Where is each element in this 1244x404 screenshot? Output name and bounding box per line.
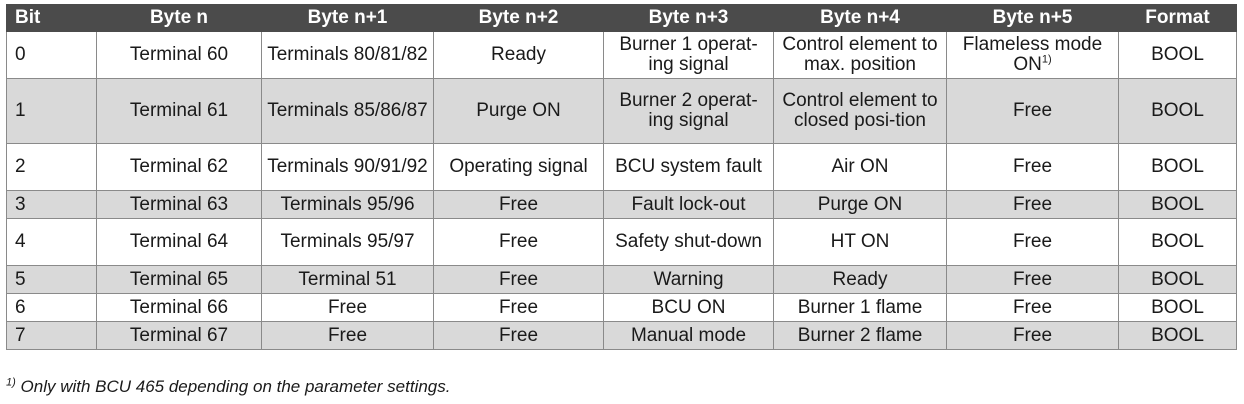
cell-byte-n5: Free [946, 265, 1119, 294]
footnote-mark: 1) [6, 376, 16, 389]
cell-byte-n1: Terminals 85/86/87 [261, 78, 434, 144]
header-byte-n4: Byte n+4 [773, 4, 947, 32]
cell-byte-n5-text: Flameless mode ON [962, 34, 1103, 75]
header-byte-n: Byte n [96, 4, 262, 32]
cell-byte-n2: Free [433, 218, 604, 266]
header-byte-n3: Byte n+3 [603, 4, 774, 32]
cell-byte-n4: Control element to max. position [773, 31, 947, 79]
table-header-row: Bit Byte n Byte n+1 Byte n+2 Byte n+3 By… [6, 4, 1237, 32]
header-format: Format [1118, 4, 1237, 32]
cell-byte-n1: Free [261, 293, 434, 322]
cell-byte-n: Terminal 60 [96, 31, 262, 79]
cell-byte-n5: Free [946, 293, 1119, 322]
cell-byte-n3: Fault lock-out [603, 190, 774, 219]
cell-byte-n1: Terminals 90/91/92 [261, 143, 434, 191]
cell-byte-n2: Ready [433, 31, 604, 79]
cell-byte-n5: Free [946, 321, 1119, 350]
cell-format: BOOL [1118, 31, 1237, 79]
cell-byte-n1: Terminal 51 [261, 265, 434, 294]
table-row: 1 Terminal 61 Terminals 85/86/87 Purge O… [6, 78, 1237, 144]
table-row: 3 Terminal 63 Terminals 95/96 Free Fault… [6, 190, 1237, 219]
cell-byte-n3: Safety shut-down [603, 218, 774, 266]
table-row: 4 Terminal 64 Terminals 95/97 Free Safet… [6, 218, 1237, 266]
table-row: 7 Terminal 67 Free Free Manual mode Burn… [6, 321, 1237, 350]
cell-format: BOOL [1118, 321, 1237, 350]
cell-byte-n2: Operating signal [433, 143, 604, 191]
io-table-container: Bit Byte n Byte n+1 Byte n+2 Byte n+3 By… [6, 4, 1237, 350]
footnote-ref: 1) [1041, 53, 1052, 66]
cell-byte-n5: Free [946, 143, 1119, 191]
cell-byte-n1: Terminals 95/96 [261, 190, 434, 219]
cell-bit: 6 [6, 293, 97, 322]
cell-byte-n2: Purge ON [433, 78, 604, 144]
cell-bit: 4 [6, 218, 97, 266]
cell-byte-n4: Control element to closed posi-tion [773, 78, 947, 144]
cell-byte-n5: Flameless mode ON1) [946, 31, 1119, 79]
cell-byte-n4: Burner 1 flame [773, 293, 947, 322]
cell-byte-n: Terminal 63 [96, 190, 262, 219]
cell-bit: 1 [6, 78, 97, 144]
header-byte-n5: Byte n+5 [946, 4, 1119, 32]
cell-byte-n: Terminal 61 [96, 78, 262, 144]
header-byte-n2: Byte n+2 [433, 4, 604, 32]
table-row: 2 Terminal 62 Terminals 90/91/92 Operati… [6, 143, 1237, 191]
footnote-text: Only with BCU 465 depending on the param… [20, 377, 451, 396]
table-row: 5 Terminal 65 Terminal 51 Free Warning R… [6, 265, 1237, 294]
cell-byte-n3: BCU system fault [603, 143, 774, 191]
cell-byte-n3: Warning [603, 265, 774, 294]
cell-bit: 7 [6, 321, 97, 350]
cell-format: BOOL [1118, 190, 1237, 219]
bit-assignment-table: Bit Byte n Byte n+1 Byte n+2 Byte n+3 By… [6, 4, 1237, 350]
header-byte-n1: Byte n+1 [261, 4, 434, 32]
cell-byte-n3: BCU ON [603, 293, 774, 322]
cell-byte-n2: Free [433, 293, 604, 322]
cell-byte-n4: Purge ON [773, 190, 947, 219]
cell-format: BOOL [1118, 143, 1237, 191]
cell-byte-n: Terminal 62 [96, 143, 262, 191]
cell-format: BOOL [1118, 218, 1237, 266]
cell-byte-n5: Free [946, 78, 1119, 144]
cell-byte-n1: Terminals 80/81/82 [261, 31, 434, 79]
cell-byte-n3: Burner 1 operat-ing signal [603, 31, 774, 79]
cell-byte-n2: Free [433, 321, 604, 350]
cell-bit: 3 [6, 190, 97, 219]
cell-bit: 2 [6, 143, 97, 191]
cell-byte-n4: Air ON [773, 143, 947, 191]
cell-byte-n3: Burner 2 operat-ing signal [603, 78, 774, 144]
cell-byte-n1: Free [261, 321, 434, 350]
cell-byte-n5: Free [946, 190, 1119, 219]
cell-byte-n4: HT ON [773, 218, 947, 266]
cell-byte-n3: Manual mode [603, 321, 774, 350]
cell-byte-n2: Free [433, 190, 604, 219]
cell-format: BOOL [1118, 293, 1237, 322]
cell-bit: 0 [6, 31, 97, 79]
header-bit: Bit [6, 4, 97, 32]
footnote: 1) Only with BCU 465 depending on the pa… [6, 377, 451, 397]
cell-format: BOOL [1118, 78, 1237, 144]
cell-byte-n: Terminal 67 [96, 321, 262, 350]
cell-bit: 5 [6, 265, 97, 294]
cell-byte-n2: Free [433, 265, 604, 294]
cell-byte-n5: Free [946, 218, 1119, 266]
cell-byte-n: Terminal 66 [96, 293, 262, 322]
cell-byte-n4: Burner 2 flame [773, 321, 947, 350]
table-row: 6 Terminal 66 Free Free BCU ON Burner 1 … [6, 293, 1237, 322]
cell-byte-n1: Terminals 95/97 [261, 218, 434, 266]
cell-byte-n: Terminal 65 [96, 265, 262, 294]
cell-byte-n: Terminal 64 [96, 218, 262, 266]
cell-format: BOOL [1118, 265, 1237, 294]
table-row: 0 Terminal 60 Terminals 80/81/82 Ready B… [6, 31, 1237, 79]
cell-byte-n4: Ready [773, 265, 947, 294]
